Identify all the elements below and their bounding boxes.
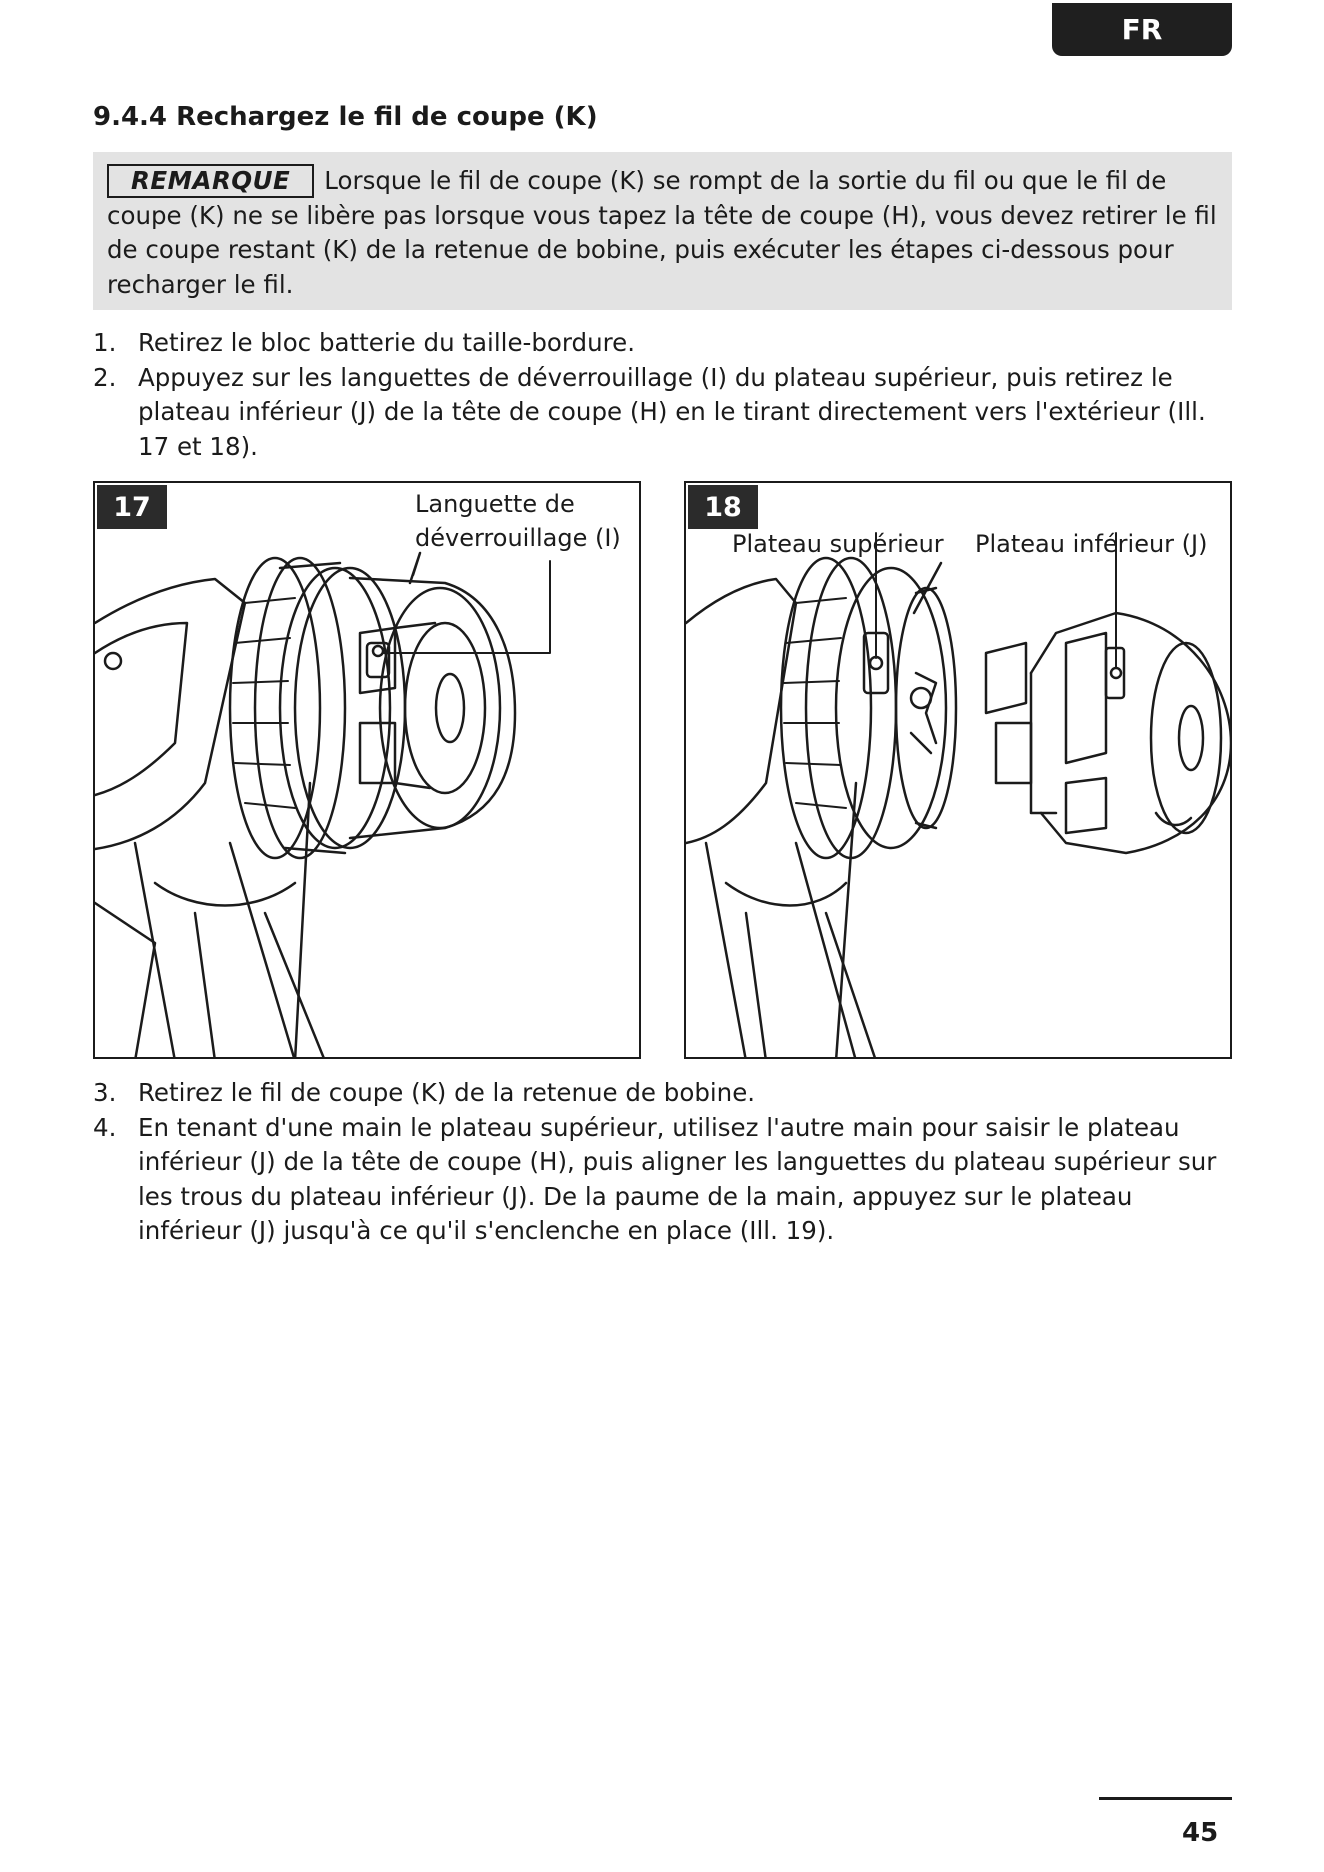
- trimmer-head-illustration: [95, 551, 551, 1057]
- callout-upper-plate: Plateau supérieur: [732, 530, 944, 558]
- step-item: 4. En tenant d'une main le plateau supér…: [93, 1111, 1232, 1249]
- step-item: 2. Appuyez sur les languettes de déverro…: [93, 361, 1232, 465]
- figure-18: 18 Plateau supérieur Plateau inférieur (…: [684, 481, 1232, 1059]
- step-item: 3. Retirez le fil de coupe (K) de la ret…: [93, 1076, 1232, 1111]
- note-text: Lorsque le fil de coupe (K) se rompt de …: [107, 166, 1217, 299]
- figure-17: 17 Languette de déverrouillage (I): [93, 481, 641, 1059]
- note-label: REMARQUE: [107, 164, 315, 198]
- step-number: 3.: [93, 1078, 117, 1107]
- figure-number: 17: [97, 485, 167, 529]
- footer-rule: [1099, 1797, 1232, 1800]
- callout-line: déverrouillage (I): [415, 524, 621, 552]
- step-text: Appuyez sur les languettes de déverrouil…: [138, 362, 1206, 461]
- section-title: 9.4.4 Rechargez le fil de coupe (K): [93, 102, 598, 132]
- trimmer-disassembled-illustration: [686, 532, 1230, 1057]
- step-number: 2.: [93, 362, 117, 392]
- callout-lower-plate: Plateau inférieur (J): [975, 530, 1208, 558]
- step-text: Retirez le bloc batterie du taille-bordu…: [138, 328, 636, 357]
- step-number: 4.: [93, 1112, 117, 1142]
- page-number: 45: [1182, 1818, 1219, 1848]
- step-text: Retirez le fil de coupe (K) de la retenu…: [138, 1078, 756, 1107]
- callout-line: Languette de: [415, 490, 575, 518]
- step-item: 1. Retirez le bloc batterie du taille-bo…: [93, 326, 1232, 361]
- callout-release-tab: Languette de déverrouillage (I): [415, 487, 621, 555]
- language-tab: FR: [1052, 3, 1232, 56]
- steps-list-after: 3. Retirez le fil de coupe (K) de la ret…: [93, 1076, 1232, 1249]
- steps-list-before: 1. Retirez le bloc batterie du taille-bo…: [93, 326, 1232, 464]
- step-number: 1.: [93, 328, 117, 357]
- step-text: En tenant d'une main le plateau supérieu…: [138, 1112, 1217, 1246]
- figure-number: 18: [688, 485, 758, 529]
